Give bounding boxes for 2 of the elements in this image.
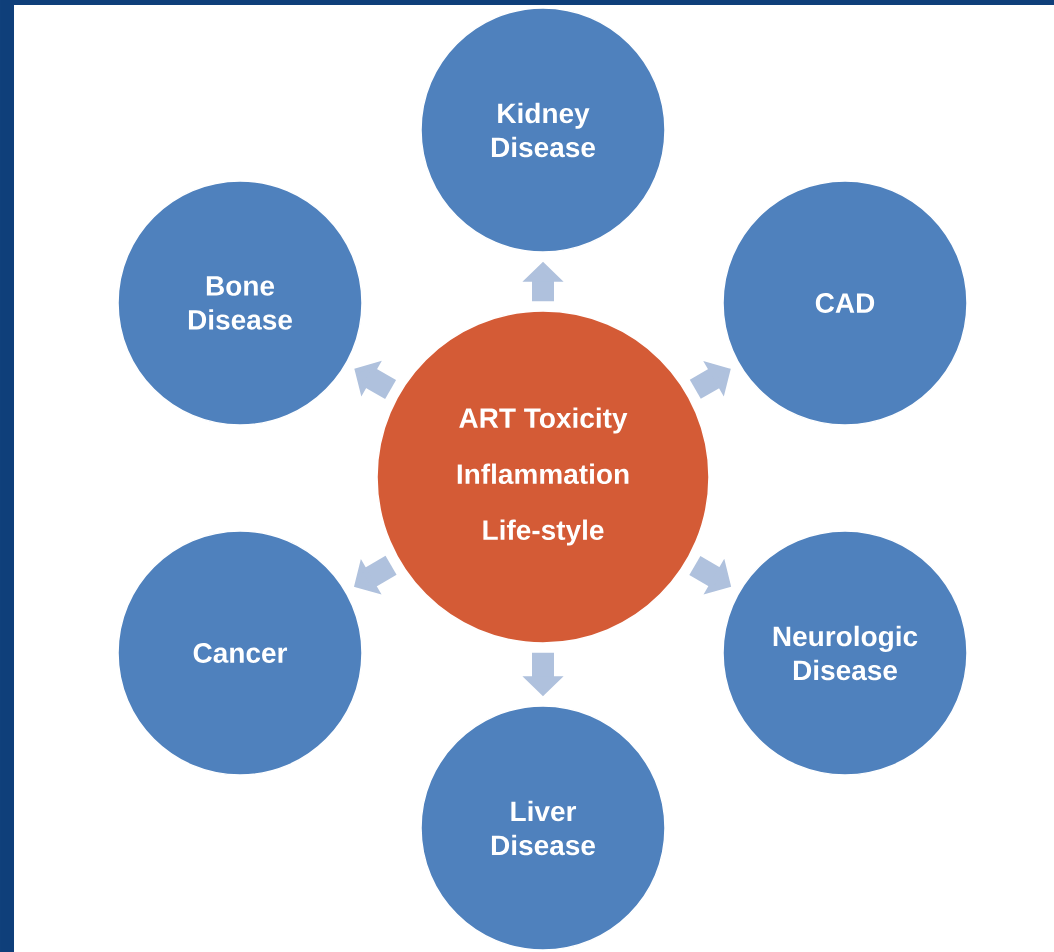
block-arrow (689, 360, 731, 399)
block-arrow (354, 555, 397, 595)
